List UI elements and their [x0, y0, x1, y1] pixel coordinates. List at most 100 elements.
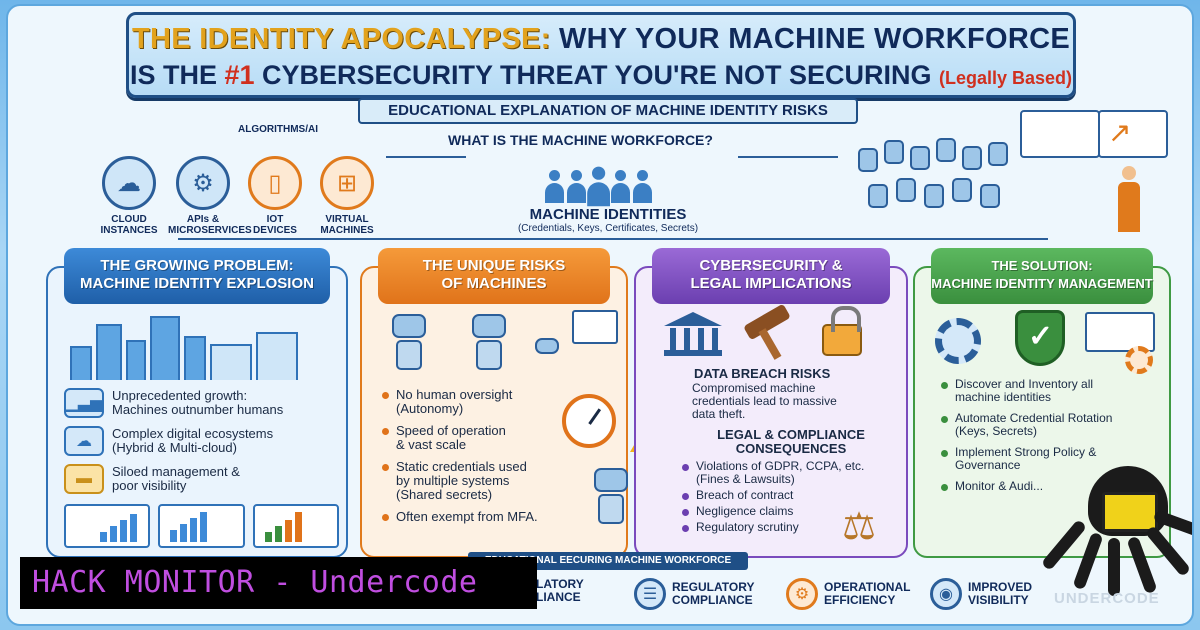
risks-list: No human oversight (Autonomy) Speed of o… — [382, 388, 562, 532]
gear-icon: ⚙ — [786, 578, 818, 610]
machine-type-api: ⚙ APIs & MICROSERVICES — [168, 156, 252, 236]
list-item: Often exempt from MFA. — [382, 510, 562, 524]
solution-icons — [935, 310, 1155, 374]
hack-monitor-banner: HACK MONITOR - Undercode — [20, 557, 537, 609]
title-line-2: IS THE #1 CYBERSECURITY THREAT YOU'RE NO… — [129, 60, 1073, 91]
padlock-icon — [822, 306, 862, 356]
cloud-icon: ☁ — [64, 426, 104, 456]
bottom-header: EDUCATIONAL EECURING MACHINE WORKFORCE — [468, 552, 748, 570]
title-rank: #1 — [224, 60, 255, 90]
person-icon — [1116, 166, 1142, 236]
pie-bar-chart-icon — [64, 504, 151, 548]
connector — [386, 156, 466, 158]
robot-crowd-illustration — [858, 128, 1073, 228]
growth-chart-icon: ▁▃▅ — [64, 388, 104, 418]
list-item: Violations of GDPR, CCPA, etc. (Fines & … — [682, 460, 882, 486]
panel-title: THE SOLUTION: MACHINE IDENTITY MANAGEMEN… — [931, 248, 1153, 304]
machine-type-label: CLOUD INSTANCES — [100, 214, 158, 236]
list-item: No human oversight (Autonomy) — [382, 388, 562, 416]
folder-icon: ▬ — [64, 464, 104, 494]
machine-identities-detail: (Credentials, Keys, Certificates, Secret… — [517, 223, 699, 234]
robots-illustration — [382, 308, 618, 383]
phone-icon: ▯ — [248, 156, 302, 210]
dashboard-screen — [1020, 110, 1100, 158]
growth-chart-icon — [252, 504, 339, 548]
machine-identities: MACHINE IDENTITIES (Credentials, Keys, C… — [508, 206, 708, 234]
list-item-text: Unprecedented growth: Machines outnumber… — [112, 388, 284, 417]
title-line2-mid: CYBERSECURITY THREAT YOU'RE NOT SECURING — [254, 60, 939, 90]
legal-icons — [664, 303, 884, 360]
algorithms-label: ALGORITHMS/AI — [238, 124, 318, 135]
scales-icon: ⚖ — [842, 506, 877, 548]
bar-chart-icon — [158, 504, 245, 548]
api-gear-icon: ⚙ — [176, 156, 230, 210]
list-item: ☁ Complex digital ecosystems (Hybrid & M… — [64, 426, 334, 456]
windows-icon: ⊞ — [320, 156, 374, 210]
benefit-label: IMPROVED VISIBILITY — [968, 580, 1033, 607]
browser-window-icon — [1085, 312, 1155, 352]
list-item: Regulatory scrutiny — [682, 521, 882, 534]
brand-watermark: UNDERCODE — [1054, 590, 1160, 607]
list-item: Monitor & Audi... — [941, 480, 1161, 493]
benefit-label: REGULATORY COMPLIANCE — [672, 580, 755, 607]
growing-list: ▁▃▅ Unprecedented growth: Machines outnu… — [64, 388, 334, 502]
benefit-item: ⚙ OPERATIONAL EFFICIENCY — [786, 578, 910, 610]
list-item: Negligence claims — [682, 505, 882, 518]
stopwatch-icon — [562, 394, 616, 448]
analytics-screen — [1098, 110, 1168, 158]
shield-check-icon — [1015, 310, 1065, 366]
panel-title: CYBERSECURITY & LEGAL IMPLICATIONS — [652, 248, 890, 304]
benefit-item: ◉ IMPROVED VISIBILITY — [930, 578, 1032, 610]
list-item: Implement Strong Policy & Governance — [941, 446, 1161, 472]
legal-list: Violations of GDPR, CCPA, etc. (Fines & … — [682, 460, 882, 537]
connector — [738, 156, 838, 158]
what-is-heading: WHAT IS THE MACHINE WORKFORCE? — [448, 132, 713, 148]
charts-row — [64, 504, 339, 548]
machine-type-label: IOT DEVICES — [253, 214, 297, 236]
benefits-strip: GULATORY MPLIANCE ☰ REGULATORY COMPLIANC… — [518, 572, 1188, 624]
undercode-octopus-logo — [1040, 466, 1192, 624]
benefit-item: ☰ REGULATORY COMPLIANCE — [634, 578, 754, 610]
panel-unique-risks: THE UNIQUE RISKS OF MACHINES No human ov… — [360, 248, 670, 558]
legal-heading: LEGAL & COMPLIANCE CONSEQUENCES — [717, 427, 865, 456]
machine-type-cloud: ☁ CLOUD INSTANCES — [94, 156, 164, 236]
cloud-icon: ☁ — [102, 156, 156, 210]
list-item: ▬ Siloed management & poor visibility — [64, 464, 334, 494]
connector — [178, 238, 1048, 240]
machine-identities-heading: MACHINE IDENTITIES — [529, 206, 687, 223]
checklist-icon: ☰ — [634, 578, 666, 610]
title-rest: WHY YOUR MACHINE WORKFORCE — [550, 23, 1070, 55]
title-legal-note: (Legally Based) — [939, 68, 1073, 88]
list-item: Static credentials used by multiple syst… — [382, 460, 562, 502]
list-item: Breach of contract — [682, 489, 882, 502]
list-item: Speed of operation & vast scale — [382, 424, 562, 452]
breach-heading: DATA BREACH RISKS — [694, 366, 831, 381]
machine-type-vm: ⊞ VIRTUAL MACHINES — [312, 156, 382, 236]
panel-title: THE GROWING PROBLEM: MACHINE IDENTITY EX… — [64, 248, 330, 304]
panel-growing-problem: THE GROWING PROBLEM: MACHINE IDENTITY EX… — [46, 248, 348, 558]
solution-list: Discover and Inventory all machine ident… — [941, 378, 1161, 501]
gear-icon — [1125, 346, 1153, 374]
list-item: Discover and Inventory all machine ident… — [941, 378, 1161, 404]
city-servers-illustration — [70, 310, 330, 380]
machine-type-label: VIRTUAL MACHINES — [320, 214, 374, 236]
list-item: ▁▃▅ Unprecedented growth: Machines outnu… — [64, 388, 334, 418]
trend-up-icon: ↗ — [1108, 117, 1132, 148]
title-highlight: THE IDENTITY APOCALYPSE: — [131, 23, 551, 55]
people-group-icon — [538, 154, 658, 207]
machine-type-label: APIs & MICROSERVICES — [168, 214, 252, 236]
infographic-board: THE IDENTITY APOCALYPSE: WHY YOUR MACHIN… — [6, 4, 1194, 626]
subtitle-banner: EDUCATIONAL EXPLANATION OF MACHINE IDENT… — [358, 98, 858, 124]
list-item-text: Siloed management & poor visibility — [112, 464, 240, 493]
eye-icon: ◉ — [930, 578, 962, 610]
gear-icon — [935, 318, 981, 364]
breach-text: Compromised machine credentials lead to … — [692, 381, 837, 421]
list-item-text: Complex digital ecosystems (Hybrid & Mul… — [112, 426, 274, 455]
courthouse-icon — [664, 312, 722, 356]
robot-icon — [588, 468, 634, 528]
panel-title: THE UNIQUE RISKS OF MACHINES — [378, 248, 610, 304]
chart-screen — [572, 310, 618, 344]
list-item: Automate Credential Rotation (Keys, Secr… — [941, 412, 1161, 438]
title-line2-start: IS THE — [129, 60, 225, 90]
laptop-icon — [1102, 492, 1158, 532]
